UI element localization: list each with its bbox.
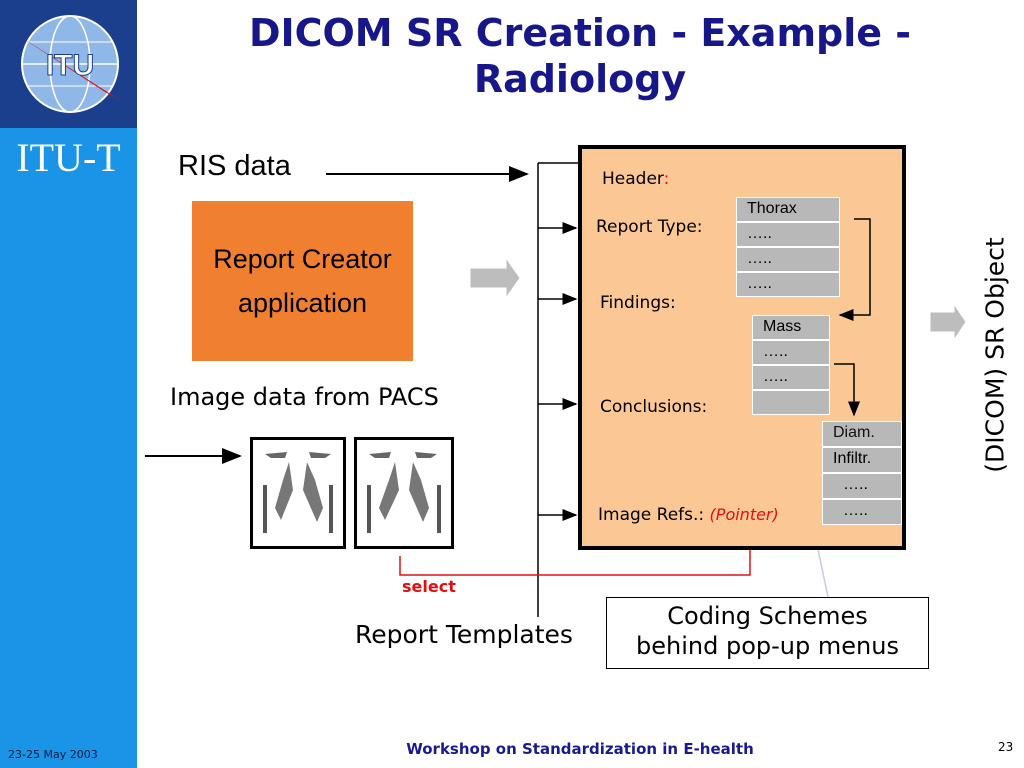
- select-arrow: [399, 528, 756, 576]
- menu-conclusions-item[interactable]: …..: [822, 473, 902, 499]
- itu-logo: ITU: [0, 0, 137, 128]
- pacs-label: Image data from PACS: [170, 383, 439, 411]
- ris-data-label: RIS data: [178, 150, 291, 182]
- sidebar: ITU ITU-T 23-25 May 2003: [0, 0, 137, 768]
- menu-findings-item[interactable]: [752, 390, 830, 415]
- menu-findings-item[interactable]: Mass: [752, 315, 830, 340]
- xray-icon: [367, 452, 441, 533]
- conclusions-field: Conclusions:: [600, 397, 708, 417]
- xray-image-1: [250, 437, 346, 549]
- menu-connectors: [834, 218, 871, 417]
- menu-conclusions-item[interactable]: Infiltr.: [822, 447, 902, 473]
- flow-arrow-2: [929, 302, 967, 342]
- globe-icon: ITU: [10, 15, 120, 113]
- org-label: ITU-T: [16, 135, 121, 180]
- select-label: select: [402, 577, 456, 596]
- page-title: DICOM SR Creation - Example - Radiology: [160, 10, 1000, 102]
- xray-icon: [263, 452, 333, 533]
- menu-findings-item[interactable]: …..: [752, 365, 830, 390]
- header-field: Header:: [602, 169, 670, 189]
- date-label: 23-25 May 2003: [8, 748, 98, 761]
- sr-object-label: (DICOM) SR Object: [980, 237, 1010, 473]
- menu-report-type-item[interactable]: Thorax: [736, 197, 840, 222]
- menu-conclusions-item[interactable]: Diam.: [822, 421, 902, 447]
- report-templates-label: Report Templates: [355, 620, 573, 649]
- findings-field: Findings:: [600, 293, 676, 313]
- menu-conclusions-item[interactable]: …..: [822, 499, 902, 525]
- title-line-1: DICOM SR Creation - Example -: [248, 11, 912, 55]
- coding-schemes-box: Coding Schemes behind pop-up menus: [606, 597, 929, 669]
- report-creator-line-2: application: [237, 288, 368, 318]
- sr-object-box: Header: Report Type: Findings: Conclusio…: [578, 145, 906, 550]
- footer-text: Workshop on Standardization in E-health: [406, 740, 754, 758]
- menu-report-type-item[interactable]: …..: [736, 222, 840, 247]
- pointer-label: (Pointer): [709, 505, 779, 524]
- coding-line-1: Coding Schemes: [667, 602, 868, 630]
- menu-findings-item[interactable]: …..: [752, 340, 830, 365]
- report-creator-line-1: Report Creator: [213, 244, 392, 274]
- coding-line-2: behind pop-up menus: [636, 632, 899, 660]
- image-refs-field: Image Refs.: (Pointer): [598, 505, 779, 525]
- menu-report-type-item[interactable]: …..: [736, 247, 840, 272]
- menu-report-type-item[interactable]: …..: [736, 272, 840, 297]
- xray-image-2: [354, 437, 454, 549]
- title-line-2: Radiology: [473, 57, 687, 101]
- svg-text:ITU: ITU: [46, 49, 94, 82]
- flow-arrow-1: [469, 256, 521, 300]
- report-type-field: Report Type:: [596, 217, 703, 237]
- page-number: 23: [998, 740, 1014, 754]
- report-creator-box: Report Creator application: [192, 201, 413, 361]
